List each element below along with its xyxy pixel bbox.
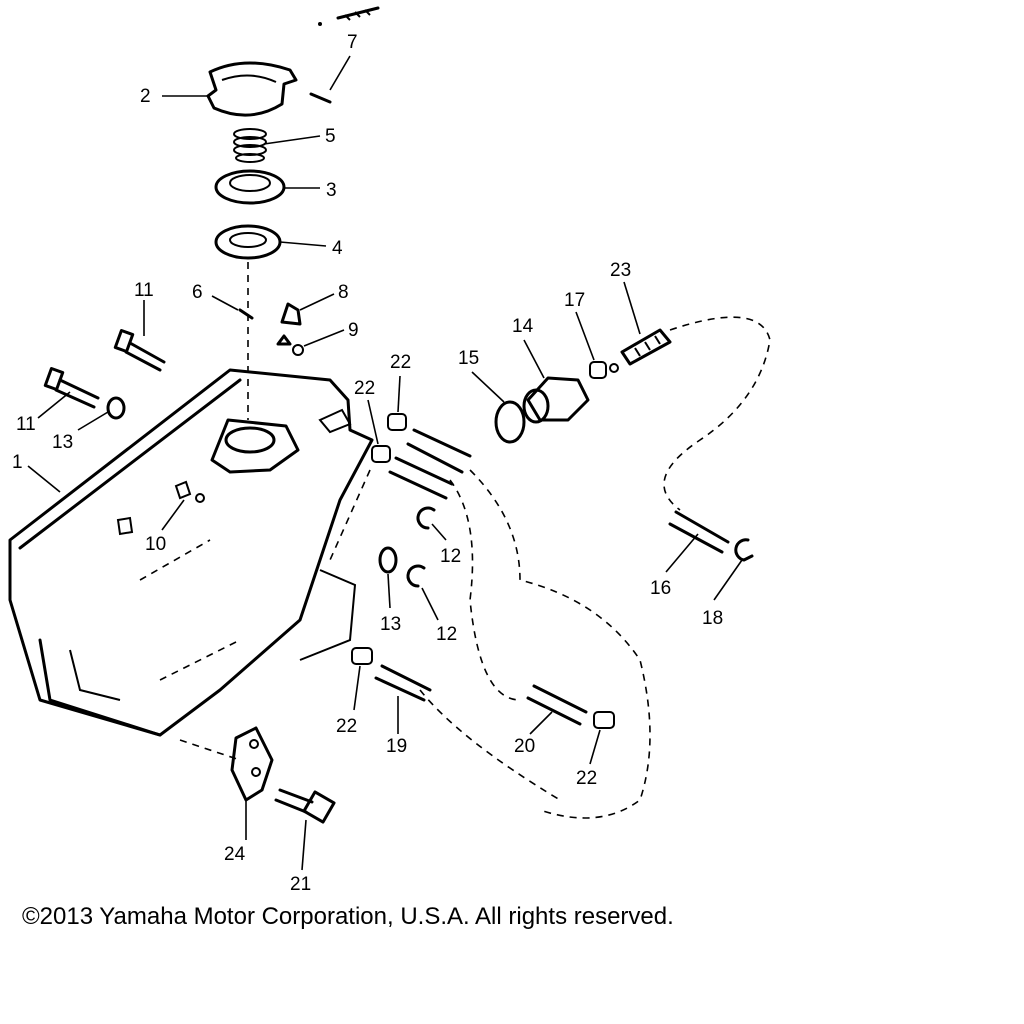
- callout-12-a: 12: [440, 546, 461, 567]
- circlip-part-b: [406, 564, 426, 588]
- callout-18: 18: [702, 608, 723, 629]
- callout-8: 8: [338, 282, 349, 303]
- callout-11-lower: 11: [16, 414, 36, 435]
- hose-part-20: [526, 684, 588, 726]
- fuel-tank-body-part: [8, 368, 374, 737]
- callout-7: 7: [347, 32, 358, 53]
- callout-1: 1: [12, 452, 23, 473]
- callout-13-upper: 13: [52, 432, 73, 453]
- callout-24: 24: [224, 844, 246, 865]
- clip-part-tank: [174, 480, 205, 503]
- washer-part-lower: [378, 546, 398, 574]
- hose-clamp-lower-a: [351, 647, 373, 665]
- fitting-part-23: [620, 328, 672, 366]
- small-parts-cluster: [238, 302, 304, 356]
- circlip-part-a: [416, 506, 436, 530]
- bolt-part-lower: [43, 366, 100, 409]
- hose-clamp-upper-a: [387, 413, 407, 431]
- copyright-notice: ©2013 Yamaha Motor Corporation, U.S.A. A…: [22, 903, 674, 930]
- callout-14: 14: [512, 316, 534, 337]
- callout-21: 21: [290, 874, 311, 895]
- callout-10: 10: [145, 534, 166, 555]
- callout-19: 19: [386, 736, 407, 757]
- bolt-part-21: [274, 788, 336, 824]
- callout-2: 2: [140, 86, 151, 107]
- callout-22-d: 22: [576, 768, 597, 789]
- gasket-part: [214, 224, 282, 260]
- hose-clamp-lower-b: [593, 711, 615, 729]
- hose-part-19: [374, 664, 432, 702]
- callout-22-b: 22: [354, 378, 375, 399]
- upper-hose-part: [388, 428, 472, 500]
- callout-11-upper: 11: [134, 280, 154, 301]
- callout-15: 15: [458, 348, 479, 369]
- callout-22-c: 22: [336, 716, 357, 737]
- callout-5: 5: [325, 126, 336, 147]
- bracket-part-24: [230, 726, 274, 802]
- callout-23: 23: [610, 260, 631, 281]
- clamp-part-17: [589, 361, 619, 379]
- fuel-cap-part: [206, 61, 298, 117]
- callout-13-lower: 13: [380, 614, 401, 635]
- cap-seat-part: [214, 169, 286, 205]
- bolt-part-upper: [113, 328, 166, 372]
- callout-20: 20: [514, 736, 535, 757]
- callout-9: 9: [348, 320, 359, 341]
- callout-4: 4: [332, 238, 343, 259]
- o-ring-part: [494, 400, 526, 444]
- callout-16: 16: [650, 578, 671, 599]
- callout-6: 6: [192, 282, 203, 303]
- callout-22-a: 22: [390, 352, 411, 373]
- callout-17: 17: [564, 290, 585, 311]
- hose-clamp-upper-b: [371, 445, 391, 463]
- hose-part-16: [668, 510, 730, 554]
- fuel-cock-part: [522, 376, 590, 424]
- washer-part-upper: [106, 396, 126, 420]
- leader-lines: [27, 55, 743, 871]
- spring-part: [233, 128, 267, 163]
- clip-part-18: [734, 538, 754, 562]
- callout-3: 3: [326, 180, 337, 201]
- pin-part: [309, 92, 332, 104]
- top-screw-part: [318, 6, 380, 26]
- callout-12-b: 12: [436, 624, 457, 645]
